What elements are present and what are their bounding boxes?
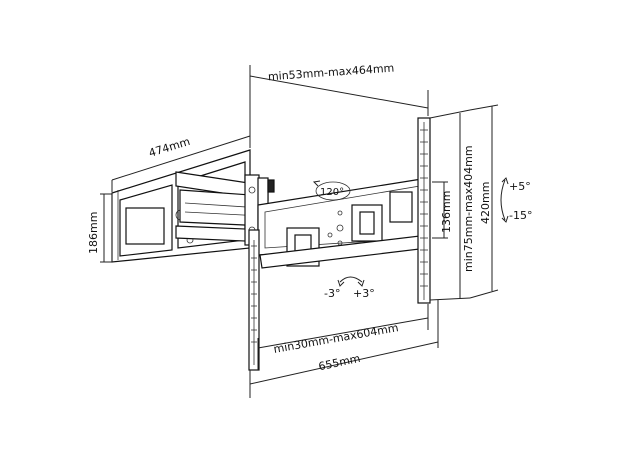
label-extension: min53mm-max464mm xyxy=(268,62,395,84)
tv-plate xyxy=(257,177,429,269)
rotation-indicator: -3° +3° xyxy=(324,276,375,300)
label-tv-plate-width: 655mm xyxy=(317,352,361,374)
label-vesa-vertical: 136mm xyxy=(440,191,453,233)
label-wall-plate-width: 474mm xyxy=(147,135,191,160)
dim-extension: min53mm-max464mm xyxy=(249,62,429,124)
right-vertical-bracket xyxy=(417,117,431,304)
dim-wall-plate-height: 186mm xyxy=(87,193,112,263)
label-swivel-angle: 120° xyxy=(320,187,344,198)
label-tv-plate-height: 420mm xyxy=(479,182,492,224)
swivel-indicator: 120° xyxy=(312,180,351,201)
label-wall-plate-height: 186mm xyxy=(87,212,100,254)
dim-tv-plate-height: 420mm xyxy=(469,104,499,299)
label-tilt-down: -15° xyxy=(509,209,532,222)
label-rotation-plus: +3° xyxy=(353,287,375,300)
tilt-indicator: +5° -15° xyxy=(500,177,532,223)
dim-vesa-vertical: 136mm xyxy=(432,181,453,239)
label-vesa-horizontal-range: min30mm-max604mm xyxy=(273,321,400,356)
dim-tv-vertical-range: min75mm-max404mm xyxy=(429,109,475,301)
label-rotation-minus: -3° xyxy=(324,287,340,300)
articulating-arms xyxy=(175,171,275,246)
label-tv-vertical-range: min75mm-max404mm xyxy=(462,145,475,272)
label-tilt-up: +5° xyxy=(509,180,531,193)
left-vertical-bracket xyxy=(248,229,260,371)
